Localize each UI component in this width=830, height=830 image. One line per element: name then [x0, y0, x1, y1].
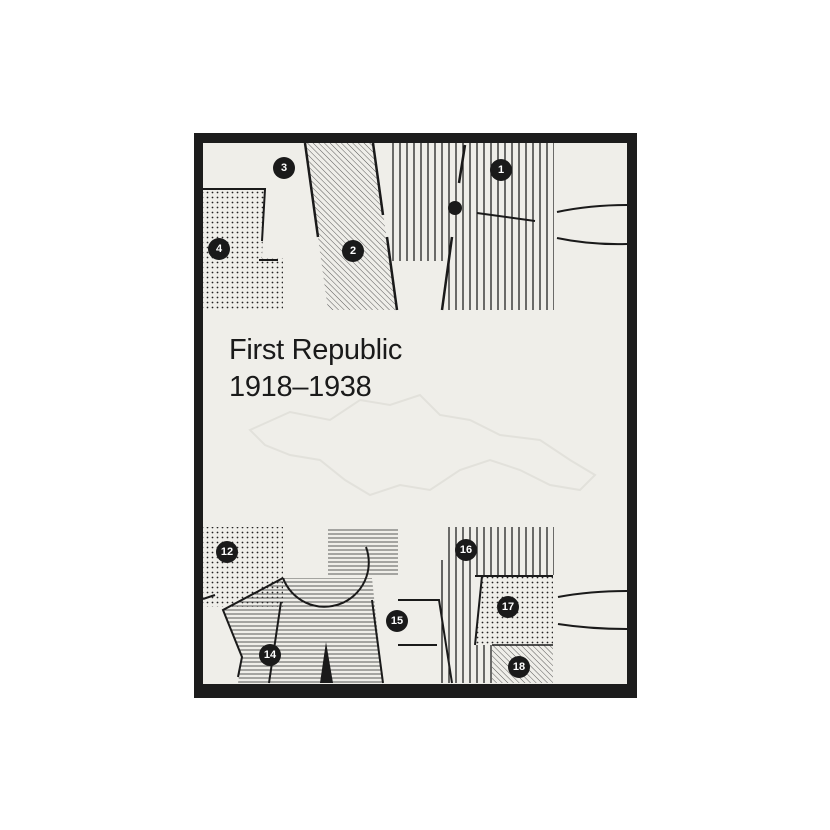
marker-15: 15	[386, 610, 408, 632]
book-title: First Republic	[229, 334, 403, 366]
embossed-map	[248, 393, 597, 497]
marker-label: 14	[264, 649, 277, 661]
marker-17: 17	[497, 596, 519, 618]
marker-14: 14	[259, 644, 281, 666]
marker-1: 1	[490, 159, 512, 181]
book-years: 1918–1938	[229, 371, 372, 403]
marker-label: 2	[350, 245, 356, 257]
marker-2: 2	[342, 240, 364, 262]
marker-label: 16	[460, 544, 472, 556]
marker-18: 18	[508, 656, 530, 678]
top-illustration	[203, 142, 628, 311]
marker-4: 4	[208, 238, 230, 260]
marker-12: 12	[216, 541, 238, 563]
marker-label: 15	[391, 615, 403, 627]
marker-label: 4	[216, 243, 223, 255]
dot-icon	[448, 201, 462, 215]
marker-label: 18	[513, 661, 525, 673]
marker-label: 3	[281, 162, 287, 174]
marker-3: 3	[273, 157, 295, 179]
marker-label: 1	[498, 164, 504, 176]
marker-16: 16	[455, 539, 477, 561]
marker-label: 12	[221, 546, 233, 558]
marker-label: 17	[502, 601, 514, 613]
